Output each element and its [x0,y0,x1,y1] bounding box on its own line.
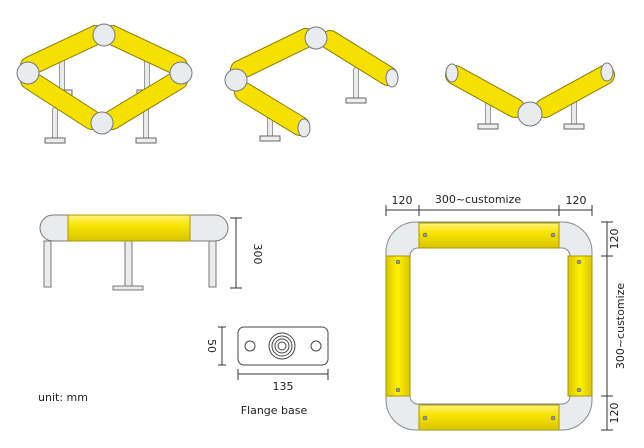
plan-top-left-dim: 120 [392,194,413,207]
plan-right-mid-dim: 300~customize [614,283,627,370]
iso-view-l-shape [445,62,615,130]
flange-width-label: 135 [273,380,294,393]
plan-right-top-dim: 120 [608,229,621,250]
unit-label: unit: mm [38,391,88,404]
side-height-label: 300 [251,244,264,265]
side-view: 300 [39,214,264,291]
flange-base-drawing: 50 135 Flange base [205,326,329,417]
plan-top-mid-dim: 300~customize [435,193,522,206]
iso-view-square [16,23,193,144]
flange-caption: Flange base [241,404,308,417]
plan-top-right-dim: 120 [566,194,587,207]
plan-view: 120 300~customize 120 120 300~customize … [385,193,627,431]
iso-view-u-shape [224,26,399,142]
flange-height-label: 50 [205,339,218,353]
plan-right-bottom-dim: 120 [608,403,621,424]
